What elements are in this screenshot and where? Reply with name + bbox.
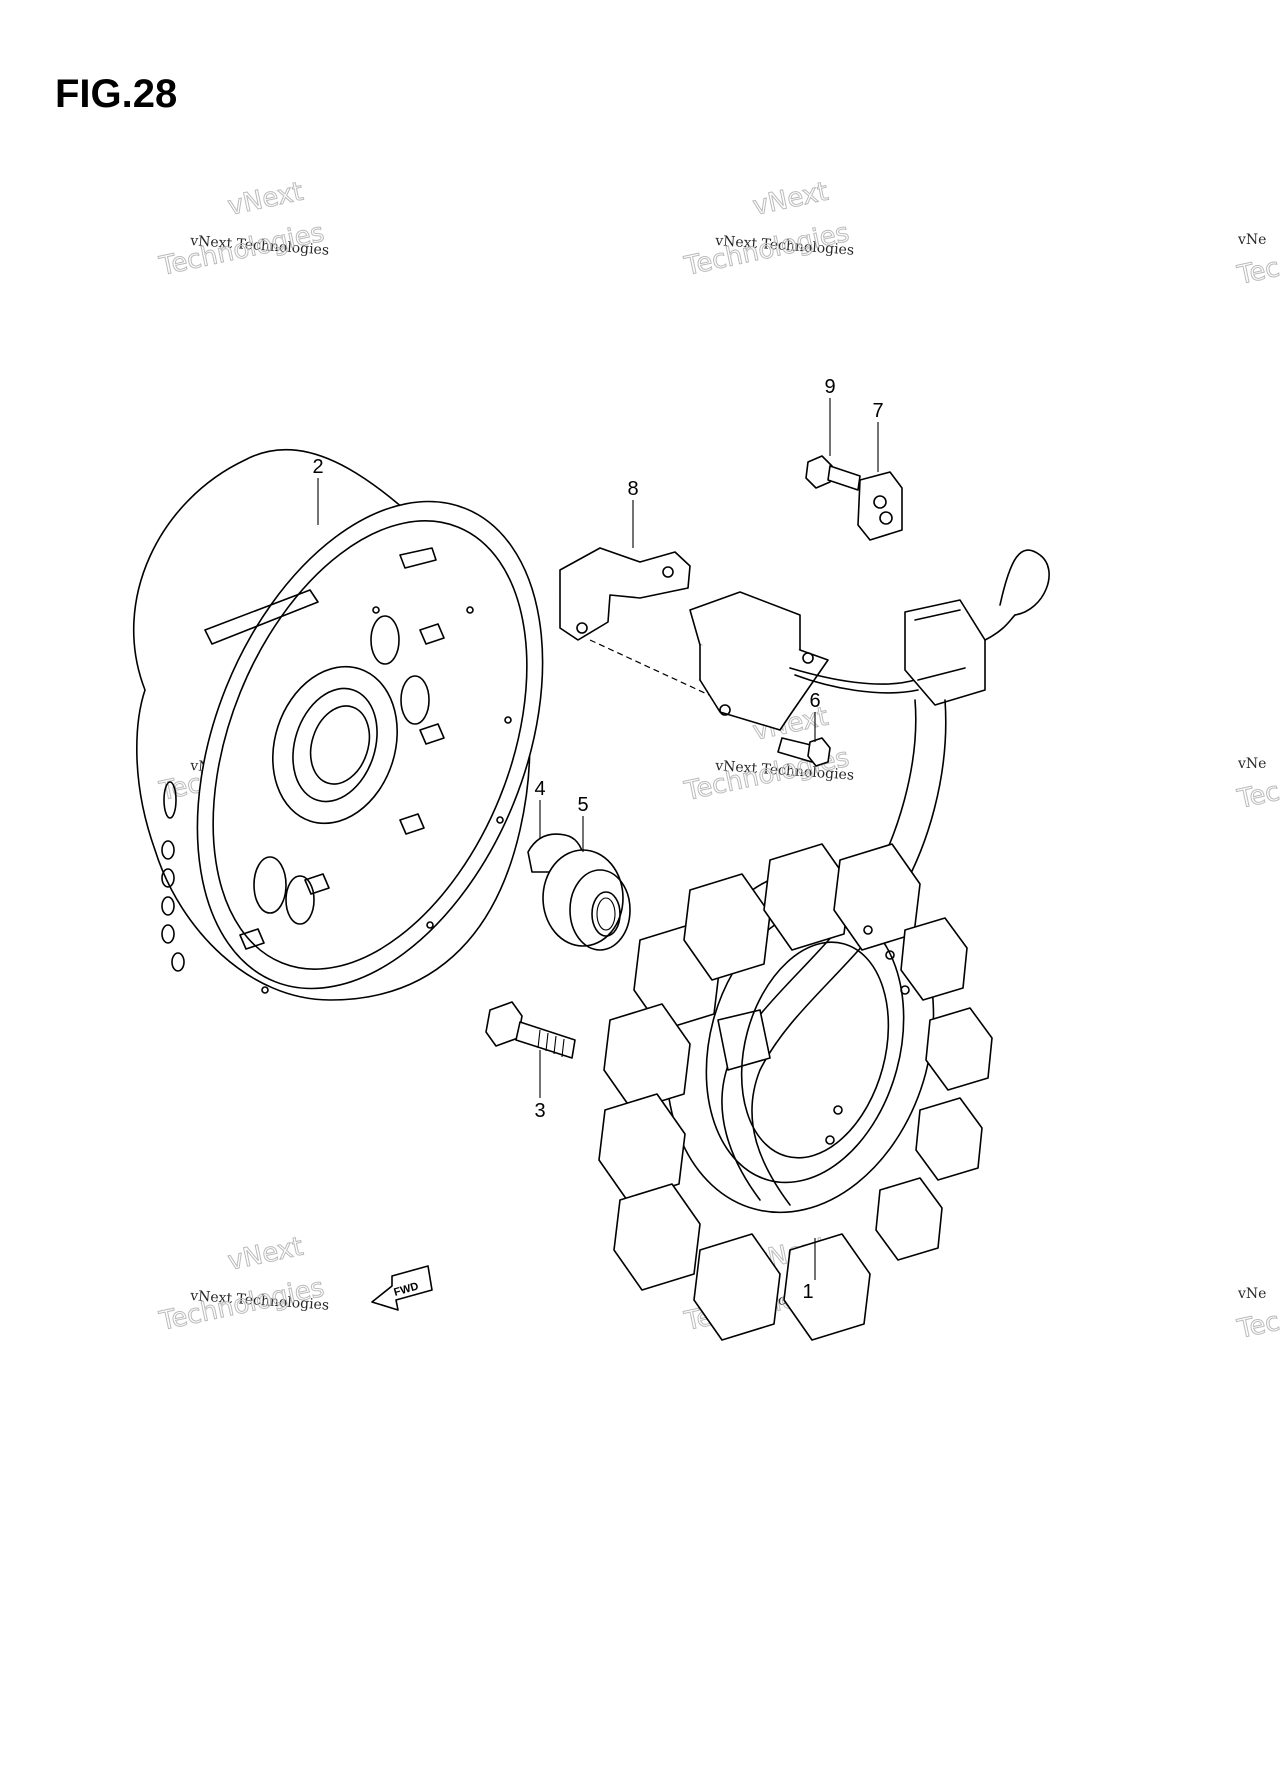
callout-9: 9 [824, 376, 835, 398]
callout-5: 5 [577, 794, 588, 816]
svg-text:vNext: vNext [750, 177, 831, 222]
wire-harness [717, 549, 1050, 1206]
part-7-clamp [857, 422, 903, 541]
svg-text:Technologies: Technologies [156, 218, 327, 282]
svg-text:Tec: Tec [1234, 1307, 1280, 1345]
part-5-nut [542, 816, 631, 951]
callout-4: 4 [534, 778, 545, 800]
watermark-2: vNext vNext Technologies Technologies [681, 176, 855, 282]
part-8-bracket [559, 500, 721, 701]
callout-7: 7 [872, 400, 883, 422]
svg-text:vNext: vNext [225, 177, 306, 222]
watermark-1: vNext vNext Technologies Technologies [156, 176, 330, 282]
callout-6: 6 [809, 690, 820, 712]
watermark-edge-3: vNe Tec [1234, 1286, 1280, 1346]
watermark-5: vNext vNext Technologies Technologies [156, 1231, 330, 1337]
svg-text:vNe: vNe [1237, 232, 1266, 248]
svg-text:vNe: vNe [1237, 1286, 1266, 1302]
svg-text:Tec: Tec [1234, 253, 1280, 291]
svg-text:vNext: vNext [225, 1232, 306, 1277]
part-2-rotor [132, 448, 544, 1001]
svg-text:Technologies: Technologies [681, 218, 852, 282]
callout-1: 1 [802, 1281, 813, 1303]
part-9-bolt [805, 398, 861, 491]
svg-text:vNe: vNe [1237, 756, 1266, 772]
part-3-bolt [485, 1001, 576, 1098]
watermark-edge-1: vNe Tec [1234, 232, 1280, 292]
figure-title: FIG.28 [55, 72, 178, 116]
svg-text:Tec: Tec [1234, 777, 1280, 815]
part-1-stator [598, 843, 993, 1341]
watermark-edge-2: vNe Tec [1234, 756, 1280, 816]
part-6-screw [777, 712, 831, 767]
fwd-direction-arrow: FWD [371, 1265, 433, 1311]
callout-2: 2 [312, 456, 323, 478]
callout-8: 8 [627, 478, 638, 500]
pickup-sensor [689, 591, 829, 731]
callout-3: 3 [534, 1100, 545, 1122]
svg-text:Technologies: Technologies [156, 1273, 327, 1337]
